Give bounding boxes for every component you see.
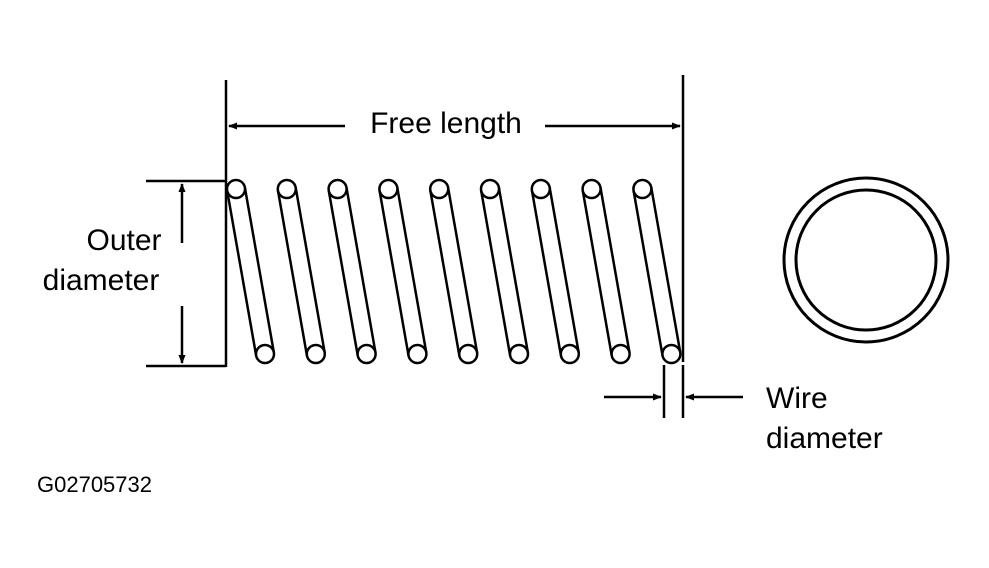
coil-wire-edge: [632, 190, 664, 356]
coil-top-section: [327, 178, 348, 200]
coil-bottom-section: [356, 343, 377, 365]
coil-wire-edge: [650, 187, 682, 353]
spring-coil: [276, 178, 327, 365]
coil-wire-edge: [243, 187, 276, 353]
coil-wire-edge: [276, 190, 309, 356]
spring-coil: [378, 178, 428, 365]
free-length-label: Free length: [370, 107, 522, 140]
coil-top-section: [581, 178, 602, 200]
coil-wire-edge: [429, 190, 461, 356]
coil-top-section: [428, 178, 450, 200]
coil-bottom-section: [457, 343, 479, 365]
spring-end-view-inner-circle: [794, 188, 938, 332]
wire-diameter-label-line1: Wire: [766, 382, 828, 415]
spring-coil: [632, 178, 682, 365]
coil-bottom-section: [559, 343, 581, 365]
coil-wire-edge: [378, 190, 410, 356]
coil-wire-edge: [446, 187, 479, 353]
coil-bottom-section: [508, 343, 530, 365]
coil-top-section: [530, 178, 552, 200]
figure-code-label: G02705732: [37, 472, 152, 497]
coil-wire-edge: [225, 190, 258, 356]
coil-wire-edge: [345, 187, 377, 353]
coil-top-section: [479, 178, 501, 200]
coil-wire-edge: [497, 187, 530, 353]
wire-diameter-label-line2: diameter: [766, 422, 883, 455]
spring-end-view-outer-circle: [782, 176, 950, 344]
spring-coil: [479, 178, 530, 365]
coil-wire-edge: [548, 187, 580, 353]
coil-bottom-section: [305, 343, 327, 365]
spring-coil: [225, 178, 276, 365]
coil-bottom-section: [661, 343, 682, 365]
coil-wire-edge: [599, 187, 631, 353]
spring-coils: [225, 178, 682, 365]
outer-diameter-label-line2: diameter: [43, 264, 160, 297]
spring-coil: [530, 178, 581, 365]
coil-wire-edge: [581, 190, 613, 356]
coil-wire-edge: [327, 190, 359, 356]
coil-wire-edge: [530, 190, 563, 356]
coil-wire-edge: [396, 187, 428, 353]
coil-bottom-section: [407, 343, 428, 365]
coil-wire-edge: [479, 190, 512, 356]
coil-top-section: [632, 178, 653, 200]
spring-coil: [581, 178, 631, 365]
outer-diameter-label-line1: Outer: [86, 224, 161, 257]
coil-top-section: [276, 178, 298, 200]
coil-bottom-section: [254, 343, 276, 365]
coil-bottom-section: [610, 343, 631, 365]
coil-top-section: [378, 178, 399, 200]
coil-wire-edge: [294, 187, 326, 353]
coil-top-section: [225, 178, 247, 200]
spring-coil: [327, 178, 377, 365]
spring-coil: [428, 178, 479, 365]
